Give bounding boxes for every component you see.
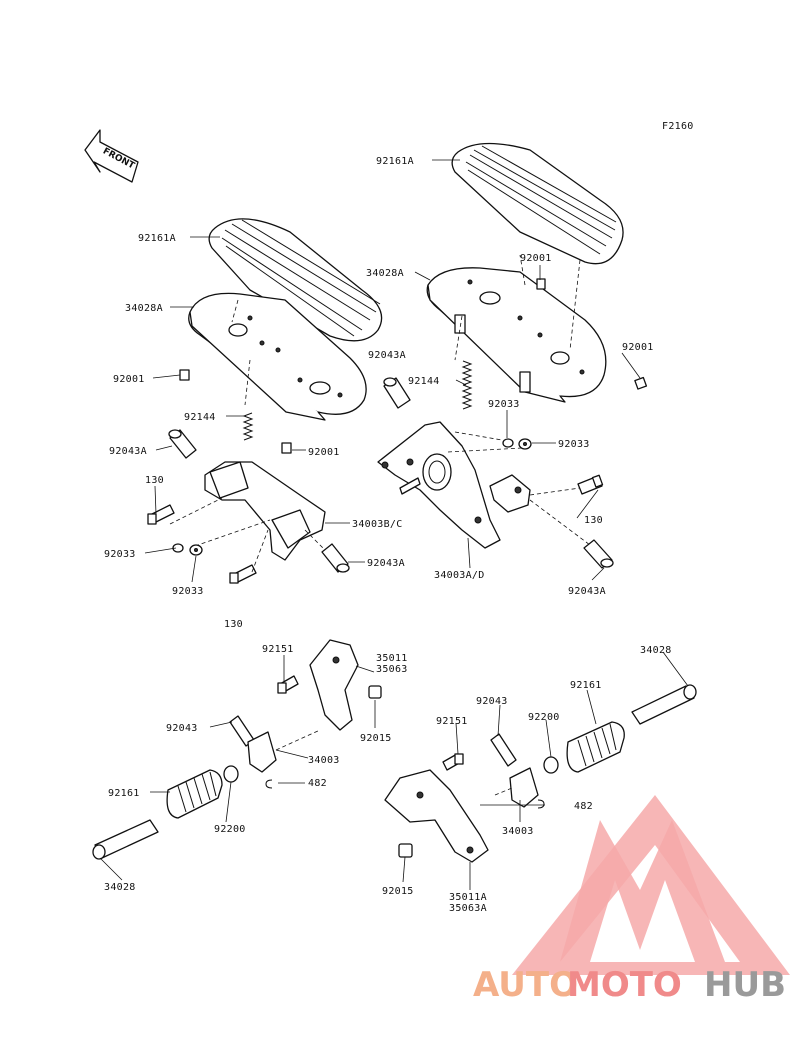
- label-35011: 35011: [376, 653, 408, 664]
- nut-92015-upper: [368, 685, 382, 699]
- label-34028A-right: 34028A: [366, 268, 404, 279]
- clevis-34003-left: [247, 731, 277, 773]
- bolt-92001-right-upper: [536, 278, 546, 290]
- clip-482-left: [265, 779, 273, 789]
- label-92043A-mid: 92043A: [368, 350, 406, 361]
- label-92033-right-1: 92033: [488, 399, 520, 410]
- label-35063: 35063: [376, 664, 408, 675]
- bolt-130-right: [577, 474, 604, 495]
- label-34003AD: 34003A/D: [434, 570, 485, 581]
- label-130-right: 130: [584, 515, 603, 526]
- bolt-92151-lower: [442, 753, 464, 771]
- figure-code: F2160: [662, 121, 694, 132]
- label-34003-upper: 34003: [308, 755, 340, 766]
- right-floorboard-plate: [426, 267, 607, 403]
- label-482-lower: 482: [574, 801, 593, 812]
- washer-92033-left-b: [189, 544, 203, 556]
- leader-lines: [99, 159, 689, 890]
- spring-92144-left: [242, 412, 254, 441]
- label-92151-upper: 92151: [262, 644, 294, 655]
- footpeg-tube-34028-left: [92, 819, 159, 860]
- pin-92043A-left-upper: [168, 429, 197, 459]
- watermark: AUTO MOTO HUB: [473, 795, 790, 1005]
- label-92151-lower: 92151: [436, 716, 468, 727]
- label-92043-mid: 92043: [476, 696, 508, 707]
- bracket-35011-35063: [309, 639, 359, 731]
- bolt-92001-left-mid: [281, 442, 292, 454]
- watermark-moto: MOTO: [567, 965, 682, 1005]
- label-92161-right: 92161: [570, 680, 602, 691]
- rubber-grip-92161-right: [566, 721, 625, 773]
- label-92033-right-2: 92033: [558, 439, 590, 450]
- washer-92200-right: [543, 756, 559, 774]
- washer-92033-left-a: [172, 543, 184, 553]
- clip-482-right: [537, 799, 545, 809]
- watermark-auto: AUTO: [473, 965, 578, 1005]
- label-482-upper: 482: [308, 778, 327, 789]
- label-92144-left: 92144: [184, 412, 216, 423]
- label-92001-left: 92001: [113, 374, 145, 385]
- label-34003BC: 34003B/C: [352, 519, 403, 530]
- label-92001-right-upper: 92001: [520, 253, 552, 264]
- label-34003-lower: 34003: [502, 826, 534, 837]
- label-92144-right: 92144: [408, 376, 440, 387]
- pin-92043A-left-lower: [321, 543, 350, 573]
- label-92043-left: 92043: [166, 723, 198, 734]
- bracket-34003BC: [204, 461, 326, 561]
- watermark-m-shape: [560, 820, 725, 962]
- bracket-35011A-35063A: [384, 769, 489, 863]
- left-floorboard-pad: [208, 218, 383, 342]
- left-floorboard-plate: [188, 292, 367, 421]
- washer-92200-left: [223, 765, 239, 783]
- bracket-34003AD: [377, 421, 531, 549]
- label-92161A-left: 92161A: [138, 233, 176, 244]
- label-130-b: 130: [224, 619, 243, 630]
- label-34028-left: 34028: [104, 882, 136, 893]
- washer-92033-right-2: [518, 438, 532, 450]
- pin-92043A-right-lower: [583, 539, 614, 569]
- spring-92144-right: [461, 360, 473, 410]
- label-92033-left-b: 92033: [172, 586, 204, 597]
- label-130-a: 130: [145, 475, 164, 486]
- label-92200-left: 92200: [214, 824, 246, 835]
- label-92015-lower: 92015: [382, 886, 414, 897]
- front-arrow-icon: FRONT: [84, 129, 139, 183]
- label-92043A-center: 92043A: [367, 558, 405, 569]
- label-35011A: 35011A: [449, 892, 487, 903]
- bolt-92151-upper: [277, 675, 299, 694]
- pin-92043-right: [490, 733, 517, 767]
- label-92161-left: 92161: [108, 788, 140, 799]
- label-92161A-right: 92161A: [376, 156, 414, 167]
- label-92001-right-side: 92001: [622, 342, 654, 353]
- nut-92015-lower: [398, 843, 413, 858]
- bolt-92001-left: [179, 369, 190, 381]
- label-35063A: 35063A: [449, 903, 487, 914]
- label-34028A-left: 34028A: [125, 303, 163, 314]
- label-92043A-left: 92043A: [109, 446, 147, 457]
- label-92200-right: 92200: [528, 712, 560, 723]
- bolt-130-left-b: [229, 564, 257, 584]
- rubber-grip-92161-left: [166, 769, 223, 819]
- bolt-92001-right-side: [634, 376, 648, 390]
- label-92015-upper: 92015: [360, 733, 392, 744]
- footpeg-tube-34028-right: [631, 684, 697, 725]
- watermark-hub: HUB: [704, 965, 786, 1005]
- label-34028-right: 34028: [640, 645, 672, 656]
- clevis-34003-right: [509, 767, 539, 808]
- pin-92043A-right-upper: [383, 377, 411, 409]
- right-floorboard-pad: [451, 142, 624, 265]
- label-92043A-right: 92043A: [568, 586, 606, 597]
- label-92033-left-a: 92033: [104, 549, 136, 560]
- washer-92033-right-1: [502, 438, 514, 448]
- label-92001-left-mid: 92001: [308, 447, 340, 458]
- bolt-130-left-a: [147, 504, 175, 525]
